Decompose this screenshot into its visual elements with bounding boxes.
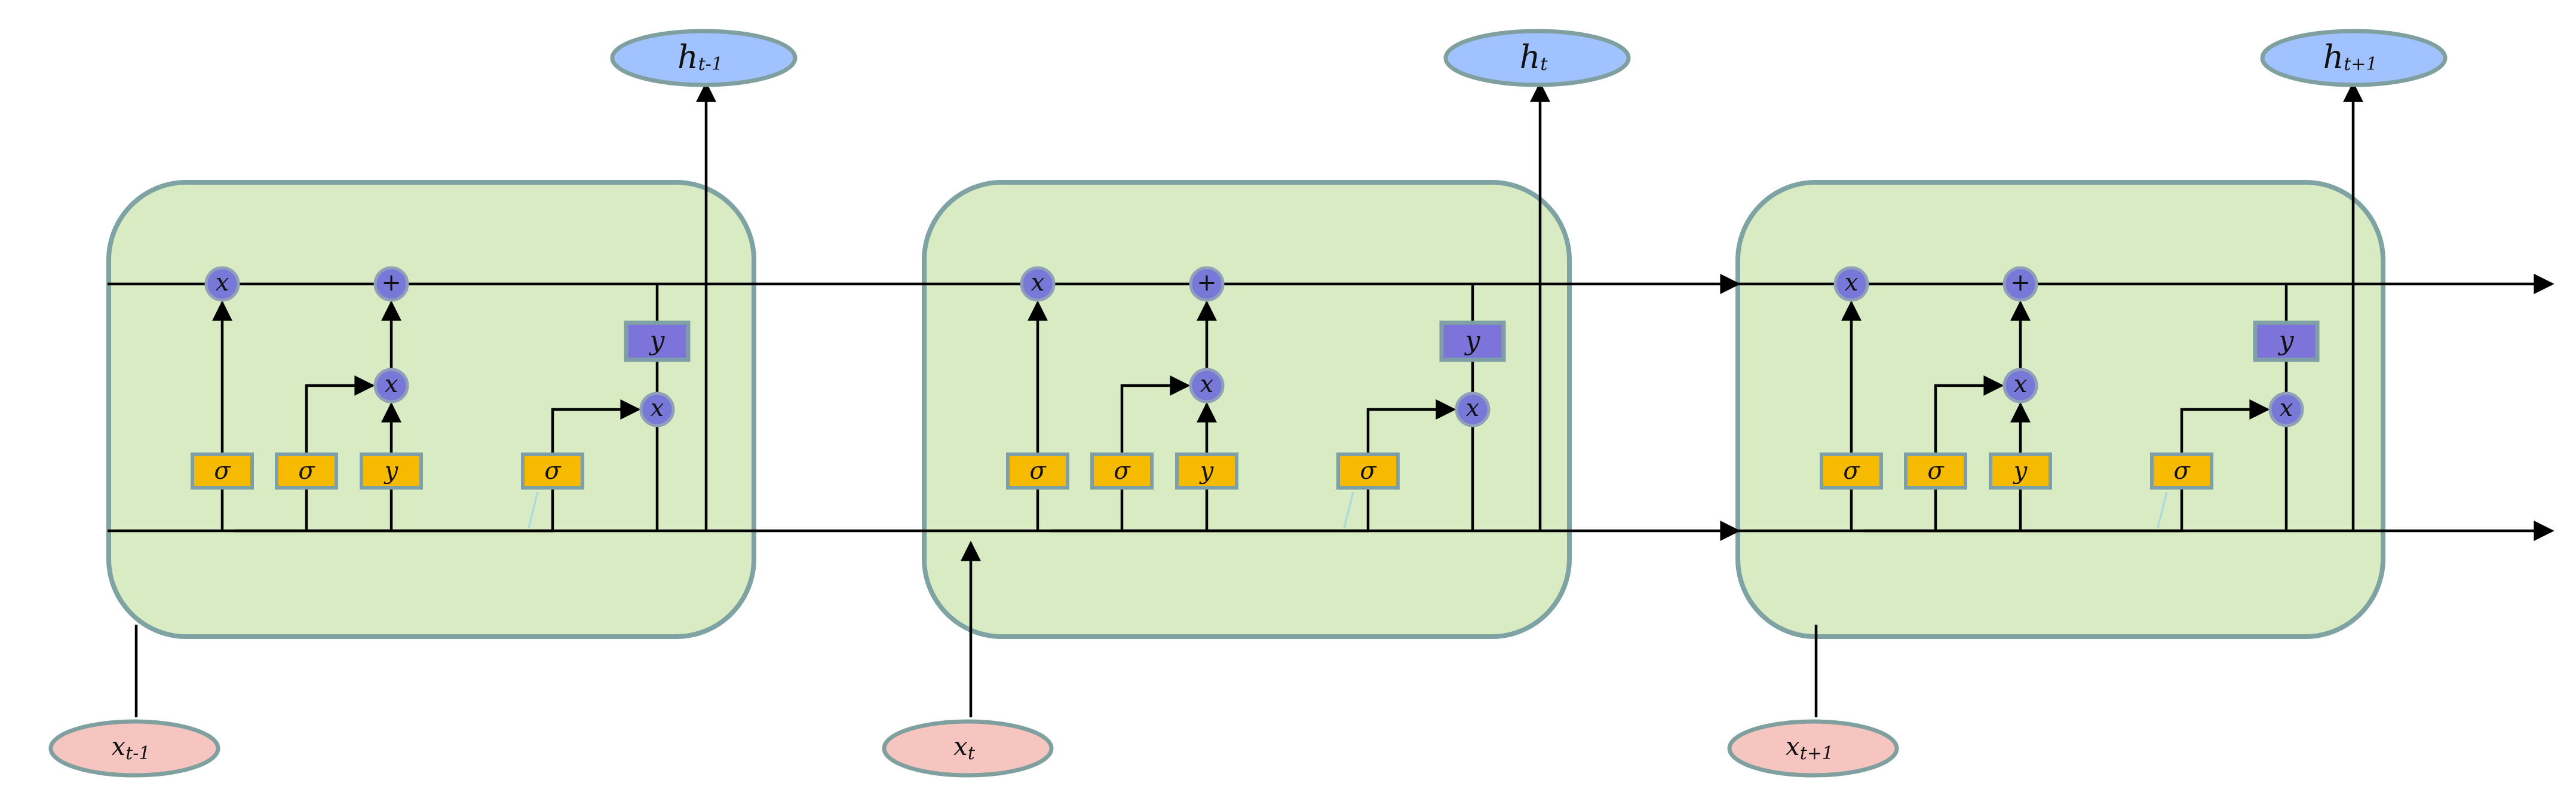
input-gate-path-1 xyxy=(1120,375,1191,453)
gate-box-0-0 xyxy=(191,453,254,490)
output-label-2-subscript: t+1 xyxy=(2344,54,2377,75)
tanh-box-1 xyxy=(1439,320,1506,362)
input-label-2-base: x xyxy=(1786,732,1800,761)
output-gate-path-1 xyxy=(1366,399,1456,453)
output-label-0-base: h xyxy=(677,38,698,76)
input-node-0 xyxy=(48,719,220,778)
gate-label-2-1: σ xyxy=(1927,457,1945,485)
op-label-add-1: + xyxy=(1197,269,1217,296)
input-node-1 xyxy=(882,719,1054,778)
input-label-1-subscript: t xyxy=(968,743,976,764)
gate-box-1-2 xyxy=(1175,453,1238,490)
output-label-2: ht+1 xyxy=(2323,38,2377,76)
gate-label-2-2: y xyxy=(2013,457,2028,485)
gate-label-0-1: σ xyxy=(298,457,315,485)
op-output_mul-2 xyxy=(2268,392,2304,427)
op-label-output_mul-0: x xyxy=(651,395,664,422)
op-forget_mul-2 xyxy=(1833,266,1869,302)
op-input_mul-1 xyxy=(1189,368,1225,403)
gate-box-2-3 xyxy=(2150,453,2213,490)
gate-box-0-3 xyxy=(521,453,584,490)
gate-box-2-2 xyxy=(1989,453,2052,490)
op-label-forget_mul-1: x xyxy=(1031,269,1045,296)
output-label-2-base: h xyxy=(2323,38,2344,76)
gate-box-2-0 xyxy=(1820,453,1883,490)
output-label-0: ht-1 xyxy=(677,38,723,76)
gate-label-0-3: σ xyxy=(544,457,562,485)
input-label-0-base: x xyxy=(112,732,126,761)
op-output_mul-0 xyxy=(639,392,675,427)
gate-box-1-1 xyxy=(1090,453,1154,490)
tanh-box-2 xyxy=(2253,320,2320,362)
faint-line-2 xyxy=(2157,491,2168,528)
input-label-1: xt xyxy=(953,732,976,764)
tanh-label-1: y xyxy=(1464,326,1481,356)
gate-box-2-1 xyxy=(1904,453,1967,490)
gate-label-2-3: σ xyxy=(2173,457,2191,485)
op-label-forget_mul-2: x xyxy=(1845,269,1859,296)
output-node-2 xyxy=(2260,29,2448,87)
input-gate-path-0 xyxy=(305,375,375,453)
output-gate-feed-1 xyxy=(1050,489,1370,533)
tanh-label-2: y xyxy=(2278,326,2295,356)
op-add-2 xyxy=(2002,266,2038,302)
gate-label-1-1: σ xyxy=(1114,457,1131,485)
gate-label-0-0: σ xyxy=(214,457,231,485)
input-label-2-subscript: t+1 xyxy=(1800,743,1833,764)
faint-line-1 xyxy=(1343,491,1354,528)
op-label-output_mul-2: x xyxy=(2280,395,2293,422)
op-label-add-2: + xyxy=(2010,269,2031,296)
output-node-1 xyxy=(1443,29,1631,87)
op-label-input_mul-0: x xyxy=(385,371,398,398)
output-gate-feed-0 xyxy=(234,489,554,533)
op-add-0 xyxy=(373,266,409,302)
lstm-cell-0 xyxy=(106,180,756,639)
tanh-box-0 xyxy=(624,320,691,362)
output-gate-feed-2 xyxy=(1863,489,2184,533)
op-forget_mul-0 xyxy=(204,266,240,302)
input-label-0: xt-1 xyxy=(112,732,151,764)
input-label-1-base: x xyxy=(953,732,968,761)
input-node-2 xyxy=(1727,719,1899,778)
gate-box-0-2 xyxy=(360,453,423,490)
tanh-label-0: y xyxy=(649,326,666,356)
gate-box-1-0 xyxy=(1006,453,1069,490)
gate-label-1-2: y xyxy=(1199,457,1215,485)
gate-box-0-1 xyxy=(275,453,338,490)
op-input_mul-2 xyxy=(2002,368,2038,403)
output-label-0-subscript: t-1 xyxy=(698,54,723,75)
input-gate-path-2 xyxy=(1934,375,2004,453)
output-gate-path-2 xyxy=(2180,399,2270,453)
output-label-1: ht xyxy=(1520,38,1548,76)
op-label-forget_mul-0: x xyxy=(216,269,229,296)
input-label-2: xt+1 xyxy=(1786,732,1833,764)
op-output_mul-1 xyxy=(1455,392,1491,427)
output-label-1-subscript: t xyxy=(1540,54,1548,75)
gate-label-2-0: σ xyxy=(1843,457,1860,485)
output-gate-path-0 xyxy=(551,399,641,453)
output-node-0 xyxy=(610,29,798,87)
op-label-output_mul-1: x xyxy=(1466,395,1480,422)
input-label-0-subscript: t-1 xyxy=(125,743,150,764)
gate-label-1-3: σ xyxy=(1360,457,1377,485)
op-label-input_mul-1: x xyxy=(1200,371,1214,398)
gate-label-1-0: σ xyxy=(1029,457,1047,485)
gate-label-0-2: y xyxy=(384,457,399,485)
output-label-1-base: h xyxy=(1520,38,1541,76)
lstm-cell-2 xyxy=(1735,180,2385,639)
gate-box-1-3 xyxy=(1336,453,1400,490)
op-add-1 xyxy=(1189,266,1225,302)
op-input_mul-0 xyxy=(373,368,409,403)
lstm-cell-1 xyxy=(922,180,1572,639)
faint-line-0 xyxy=(528,491,539,528)
op-label-add-0: + xyxy=(381,269,401,296)
op-forget_mul-1 xyxy=(1020,266,1056,302)
op-label-input_mul-2: x xyxy=(2014,371,2028,398)
